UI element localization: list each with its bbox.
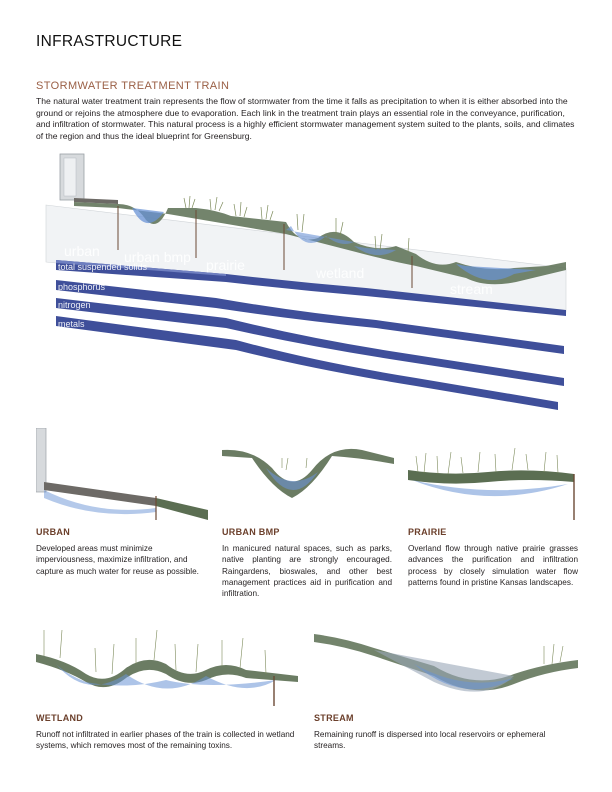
zone-label-wetland: wetland [315,265,364,281]
band-label-nitrogen: nitrogen [58,300,91,310]
panel-title-wetland: WETLAND [36,713,84,723]
water-wetland-1 [286,226,354,244]
panel-title-prairie: PRAIRIE [408,527,447,537]
panel-title-stream: STREAM [314,713,354,723]
pollutant-bands [56,260,566,410]
band-phosphorus [56,280,564,354]
panel-body-urban-bmp: In manicured natural spaces, such as par… [222,544,392,599]
grass-tufts [183,195,410,253]
zone-label-urban-bmp: urban bmp [124,249,191,265]
prairie-illustration [408,447,575,520]
water-wetland-2 [354,246,396,256]
panel-body-prairie: Overland flow through native prairie gra… [408,544,578,587]
zone-label-urban: urban [64,243,100,259]
treatment-train-diagram: urban urban bmp prairie wetland stream t… [45,153,567,410]
terrain-surface [74,202,566,285]
panel-title-urban: URBAN [36,527,70,537]
stream-illustration [314,634,578,692]
intro-paragraph: The natural water treatment train repres… [36,96,575,141]
section-title: STORMWATER TREATMENT TRAIN [36,80,230,92]
panel-body-stream: Remaining runoff is dispersed into local… [314,730,546,751]
band-label-metals: metals [58,319,85,329]
panel-body-urban: Developed areas must minimize impervious… [36,544,199,576]
zone-label-prairie: prairie [206,257,245,273]
panel-title-urban-bmp: URBAN BMP [222,527,280,537]
band-label-phosphorus: phosphorus [58,282,106,292]
zone-label-stream: stream [450,281,493,297]
band-metals [56,316,558,410]
band-tss [56,260,566,316]
zone-dividers [117,206,413,288]
band-nitrogen [56,298,564,386]
wetland-illustration [36,629,298,706]
panel-body-wetland: Runoff not infiltrated in earlier phases… [36,730,295,751]
page-title: INFRASTRUCTURE [36,33,183,50]
urban-illustration [36,428,208,520]
water-urban-bmp [132,208,164,224]
water-stream [456,264,536,281]
urban-bmp-illustration [222,448,394,498]
band-label-tss: total suspended solids [58,262,148,272]
